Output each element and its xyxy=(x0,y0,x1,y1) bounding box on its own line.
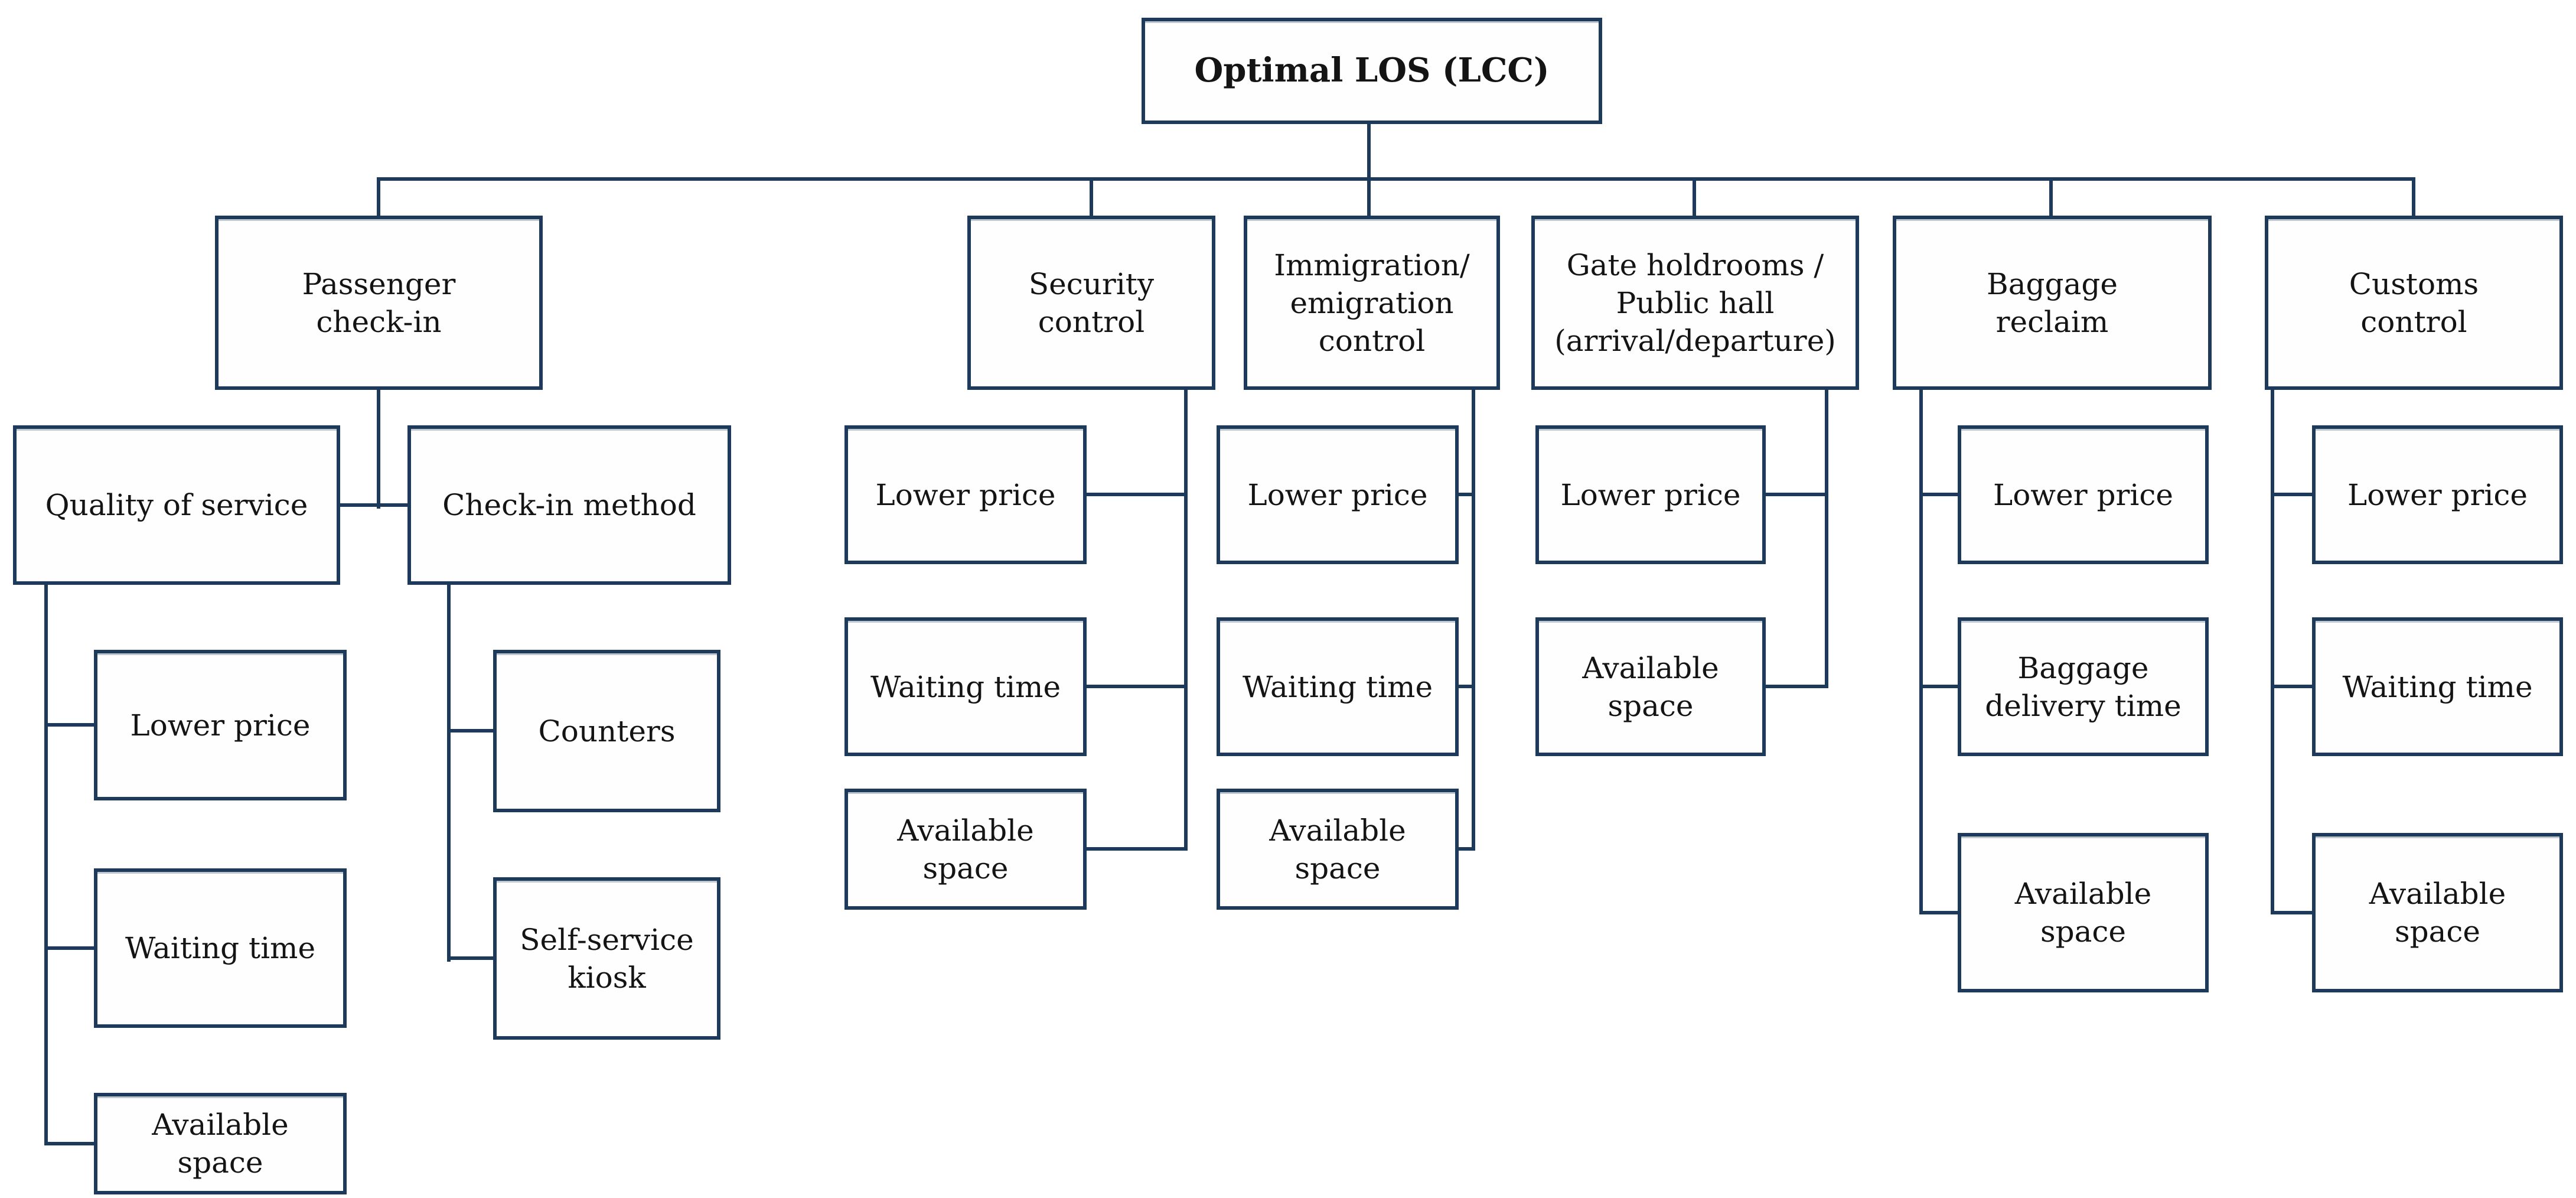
connector-passenger-down xyxy=(377,390,380,509)
connector-drop-passenger xyxy=(377,177,380,219)
connector-customs-spine xyxy=(2271,390,2274,914)
connector-security-waiting-time-stub xyxy=(1085,685,1186,688)
connector-baggage-lower-price-stub xyxy=(1919,493,1959,496)
node-optimal-los-root: Optimal LOS (LCC) xyxy=(1142,18,1602,124)
connector-drop-security xyxy=(1090,177,1093,219)
node-self-service-kiosk: Self-service kiosk xyxy=(493,877,720,1040)
node-passenger-check-in: Passenger check-in xyxy=(215,216,543,390)
connector-drop-gate xyxy=(1693,177,1696,219)
connector-security-lower-price-stub xyxy=(1085,493,1186,496)
connector-qos-available-space-stub xyxy=(44,1142,97,1145)
node-baggage-reclaim: Baggage reclaim xyxy=(1893,216,2212,390)
node-quality-of-service: Quality of service xyxy=(13,425,340,585)
node-gate-holdrooms-public-hall: Gate holdrooms / Public hall (arrival/de… xyxy=(1531,216,1859,390)
connector-immigration-available-space-stub xyxy=(1457,847,1473,851)
node-security-available-space: Available space xyxy=(844,789,1087,910)
node-security-lower-price: Lower price xyxy=(844,425,1087,564)
node-gate-available-space: Available space xyxy=(1535,617,1766,756)
connector-gate-lower-price-stub xyxy=(1765,493,1827,496)
connector-kiosk-stub xyxy=(447,956,497,960)
node-qos-waiting-time: Waiting time xyxy=(94,868,347,1028)
connector-qos-cim-link xyxy=(340,503,407,507)
connector-gate-spine xyxy=(1825,390,1828,688)
node-immigration-emigration-control: Immigration/ emigration control xyxy=(1244,216,1500,390)
connector-customs-lower-price-stub xyxy=(2271,493,2314,496)
connector-security-spine xyxy=(1184,390,1188,851)
connector-root-drop xyxy=(1367,124,1371,219)
connector-trunk xyxy=(377,177,2415,181)
node-baggage-lower-price: Lower price xyxy=(1958,425,2209,564)
connector-counters-stub xyxy=(447,729,497,733)
node-security-control: Security control xyxy=(967,216,1215,390)
node-qos-lower-price: Lower price xyxy=(94,650,347,800)
node-customs-lower-price: Lower price xyxy=(2312,425,2563,564)
node-qos-available-space: Available space xyxy=(94,1093,347,1194)
connector-customs-waiting-time-stub xyxy=(2271,685,2314,688)
connector-immigration-waiting-time-stub xyxy=(1457,685,1473,688)
node-security-waiting-time: Waiting time xyxy=(844,617,1087,756)
connector-gate-available-space-stub xyxy=(1765,685,1827,688)
connector-customs-available-space-stub xyxy=(2271,911,2314,914)
node-counters: Counters xyxy=(493,650,720,812)
node-gate-lower-price: Lower price xyxy=(1535,425,1766,564)
connector-immigration-spine xyxy=(1472,390,1475,851)
connector-cim-spine xyxy=(447,585,451,962)
connector-security-available-space-stub xyxy=(1085,847,1186,851)
node-immigration-lower-price: Lower price xyxy=(1217,425,1459,564)
connector-baggage-spine xyxy=(1919,390,1923,914)
connector-qos-waiting-time-stub xyxy=(44,946,97,950)
node-customs-waiting-time: Waiting time xyxy=(2312,617,2563,756)
connector-baggage-delivery-time-stub xyxy=(1919,685,1959,688)
node-immigration-available-space: Available space xyxy=(1217,789,1459,910)
connector-immigration-lower-price-stub xyxy=(1457,493,1473,496)
connector-baggage-available-space-stub xyxy=(1919,911,1959,914)
node-baggage-available-space: Available space xyxy=(1958,833,2209,992)
node-baggage-delivery-time: Baggage delivery time xyxy=(1958,617,2209,756)
node-customs-available-space: Available space xyxy=(2312,833,2563,992)
node-immigration-waiting-time: Waiting time xyxy=(1217,617,1459,756)
connector-qos-lower-price-stub xyxy=(44,723,97,727)
node-check-in-method: Check-in method xyxy=(407,425,731,585)
node-customs-control: Customs control xyxy=(2265,216,2563,390)
connector-drop-baggage xyxy=(2049,177,2053,219)
connector-drop-customs xyxy=(2412,177,2415,219)
connector-qos-spine xyxy=(44,585,48,1145)
